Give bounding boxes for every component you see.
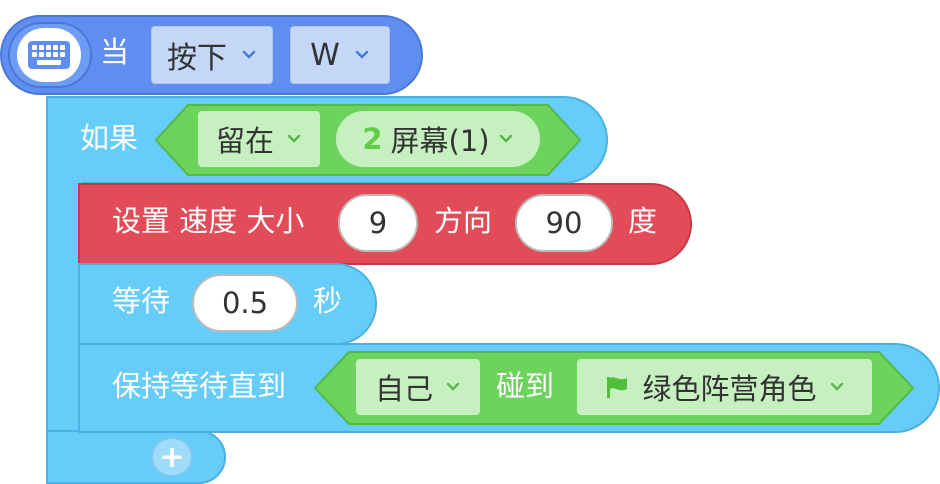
stay-state-dropdown[interactable]: 留在 (198, 111, 320, 167)
chevron-down-icon (830, 382, 843, 391)
if-label: 如果 (80, 121, 139, 155)
set-speed-prefix: 设置 速度 大小 (112, 204, 305, 238)
chevron-down-icon (499, 134, 512, 143)
chevron-down-icon (287, 134, 301, 143)
add-block-button[interactable]: + (151, 437, 193, 477)
if-block-arm (46, 180, 82, 435)
hat-label: 当 (100, 35, 130, 69)
target-sprite-value: 绿色阵营角色 (642, 372, 817, 406)
degree-unit: 度 (628, 204, 658, 238)
seconds-unit: 秒 (313, 284, 343, 318)
stay-state-value: 留在 (215, 124, 274, 158)
speed-input[interactable]: 9 (338, 194, 418, 252)
direction-input[interactable]: 90 (515, 194, 613, 252)
chevron-down-icon (242, 50, 256, 59)
key-action-value: 按下 (167, 41, 227, 76)
screen-target-value: 屏幕(1) (390, 124, 490, 158)
flag-icon (607, 377, 628, 398)
direction-label: 方向 (434, 204, 493, 238)
wait-until-label: 保持等待直到 (112, 369, 287, 403)
chevron-down-icon (355, 50, 369, 59)
key-dropdown[interactable]: W (290, 26, 390, 84)
key-action-dropdown[interactable]: 按下 (151, 26, 273, 84)
subject-value: 自己 (374, 372, 433, 406)
screen-target-dropdown[interactable]: 2 屏幕(1) (336, 111, 540, 167)
screen-number-badge: 2 (362, 122, 383, 156)
chevron-down-icon (446, 382, 460, 391)
subject-dropdown[interactable]: 自己 (356, 359, 480, 415)
key-value: W (310, 37, 340, 73)
keyboard-icon (17, 28, 81, 82)
target-sprite-dropdown[interactable]: 绿色阵营角色 (577, 359, 872, 415)
touch-label: 碰到 (496, 369, 555, 403)
wait-label: 等待 (112, 284, 171, 318)
wait-seconds-input[interactable]: 0.5 (192, 274, 298, 332)
if-block-bottom (46, 430, 226, 484)
